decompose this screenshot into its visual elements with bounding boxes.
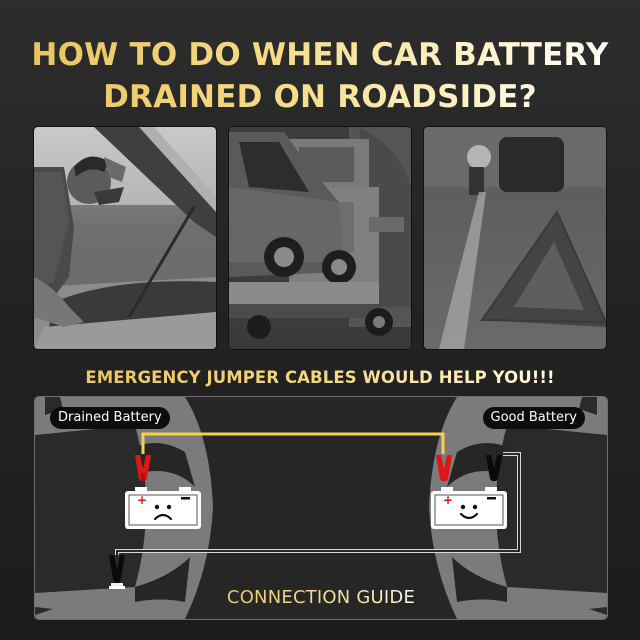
connection-diagram: + + <box>35 397 607 619</box>
photo-suv-on-tow-truck <box>229 127 411 349</box>
title-line-2: DRAINED ON ROADSIDE? <box>103 79 537 115</box>
positive-cable <box>141 432 445 454</box>
clamp-good-negative <box>486 455 502 481</box>
clamp-ground <box>109 555 125 589</box>
drained-battery-icon: + <box>125 487 201 529</box>
connection-guide-panel: + + Drained Battery Good Battery CONNECT… <box>34 396 608 620</box>
clamp-drained-positive <box>135 455 151 481</box>
left-car-outline <box>35 397 213 619</box>
photo-man-checking-engine <box>34 127 216 349</box>
page-title: HOW TO DO WHEN CAR BATTERY DRAINED ON RO… <box>0 34 640 118</box>
title-line-1: HOW TO DO WHEN CAR BATTERY <box>31 37 609 73</box>
good-battery-icon: + <box>431 487 507 529</box>
photo-warning-triangle-roadside <box>424 127 606 349</box>
svg-text:+: + <box>443 493 453 507</box>
subtitle-banner: EMERGENCY JUMPER CABLES WOULD HELP YOU!!… <box>0 368 640 387</box>
svg-text:+: + <box>137 493 147 507</box>
clamp-good-positive <box>436 455 452 481</box>
connection-guide-title: CONNECTION GUIDE <box>35 587 607 608</box>
drained-battery-label: Drained Battery <box>50 407 170 429</box>
good-battery-label: Good Battery <box>482 407 585 429</box>
